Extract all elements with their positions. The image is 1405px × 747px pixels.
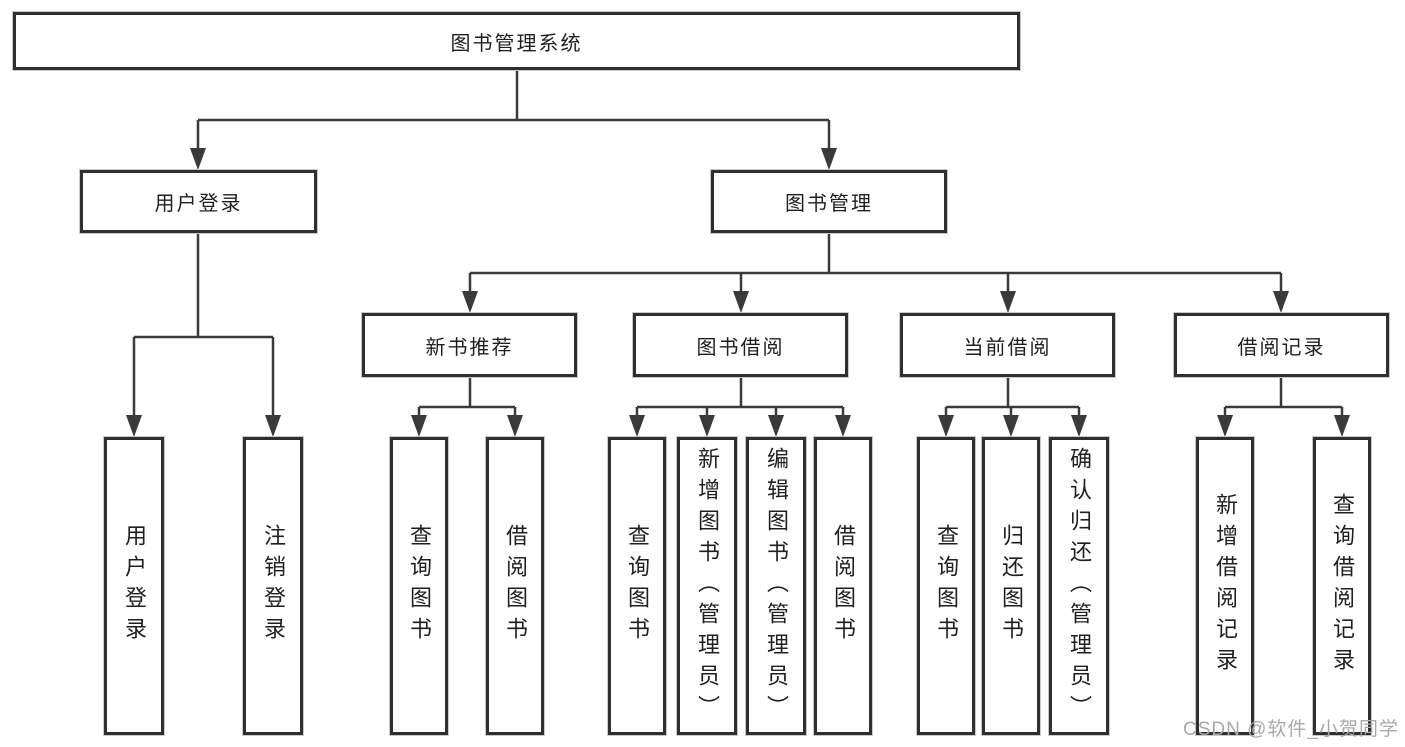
- node-book-management: 图书管理: [711, 170, 947, 233]
- connector-user-login-children: [126, 233, 281, 437]
- leaf-add-book-admin: 新增图书（管理员）: [677, 437, 737, 735]
- connector-current-borrow-children: [938, 377, 1087, 437]
- connector-root-to-level2: [190, 70, 837, 170]
- leaf-edit-book-admin: 编辑图书（管理员）: [746, 437, 806, 735]
- leaf-query-borrow-record: 查询借阅记录: [1313, 437, 1371, 735]
- node-current-borrow: 当前借阅: [900, 313, 1115, 377]
- connector-book-management-children: [462, 233, 1289, 313]
- node-library-management-system: 图书管理系统: [13, 12, 1020, 70]
- csdn-watermark: CSDN @软件_小贺同学: [1183, 719, 1399, 740]
- leaf-query-books-borrow: 查询图书: [608, 437, 666, 735]
- node-borrow-records: 借阅记录: [1174, 313, 1389, 377]
- connector-borrow-record-children: [1217, 377, 1350, 437]
- leaf-confirm-return-admin: 确认归还（管理员）: [1049, 437, 1109, 735]
- leaf-query-books-current: 查询图书: [917, 437, 975, 735]
- connector-new-book-children: [411, 377, 523, 437]
- leaf-return-books: 归还图书: [982, 437, 1040, 735]
- leaf-logout: 注销登录: [243, 437, 303, 735]
- leaf-query-books-recommend: 查询图书: [390, 437, 448, 735]
- leaf-borrow-books-recommend: 借阅图书: [486, 437, 544, 735]
- node-user-login: 用户登录: [80, 170, 317, 233]
- leaf-borrow-books-borrow: 借阅图书: [814, 437, 872, 735]
- leaf-user-login: 用户登录: [104, 437, 164, 735]
- leaf-add-borrow-record: 新增借阅记录: [1196, 437, 1254, 735]
- node-book-borrow: 图书借阅: [633, 313, 848, 377]
- connector-book-borrow-children: [629, 377, 851, 437]
- node-new-book-recommend: 新书推荐: [362, 313, 577, 377]
